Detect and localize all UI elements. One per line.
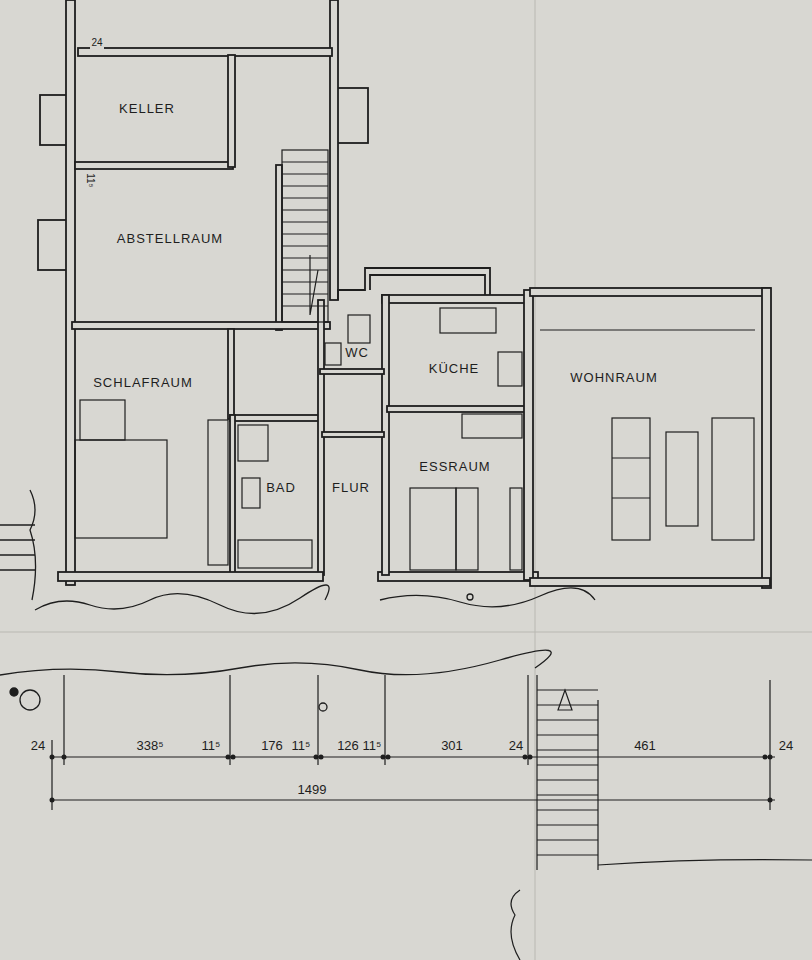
room-name: ESSRAUM [419, 459, 490, 474]
dimension-label: 24 [508, 738, 524, 753]
room: KÜCHE [389, 303, 524, 406]
room-name: SCHLAFRAUM [93, 375, 193, 390]
room-name: KELLER [119, 101, 175, 116]
dimension-label: 301 [440, 738, 464, 753]
dimension-label: 11⁵ [362, 738, 383, 753]
room-name: WC [345, 345, 369, 360]
dimension-label: 11⁵ [201, 738, 222, 753]
room: ABSTELLRAUM [75, 169, 276, 322]
room: FLUR [324, 437, 382, 572]
dimension-label: 11⁵ [291, 738, 312, 753]
room: KELLER [78, 56, 228, 162]
dimension-label: 24 [30, 738, 46, 753]
room: ESSRAUM [389, 412, 524, 572]
room: BAD [235, 421, 318, 572]
room-name: WOHNRAUM [570, 370, 657, 385]
room-name: ABSTELLRAUM [117, 231, 223, 246]
room-name: KÜCHE [429, 361, 480, 376]
dimension-label: 176 [260, 738, 284, 753]
dimension-label: 24 [90, 35, 103, 50]
dimension-label: 461 [633, 738, 657, 753]
room: SCHLAFRAUM [75, 329, 228, 572]
room: WOHNRAUM [533, 296, 762, 578]
dimension-label: 24 [778, 738, 794, 753]
dimension-label: 1499 [297, 782, 328, 797]
room-name: FLUR [332, 480, 370, 495]
room-name: BAD [266, 480, 296, 495]
room: WC [324, 303, 382, 369]
dimension-label: 126 [336, 738, 360, 753]
dimension-label: 338⁵ [135, 738, 164, 753]
dimension-label: 11⁵ [83, 172, 98, 189]
